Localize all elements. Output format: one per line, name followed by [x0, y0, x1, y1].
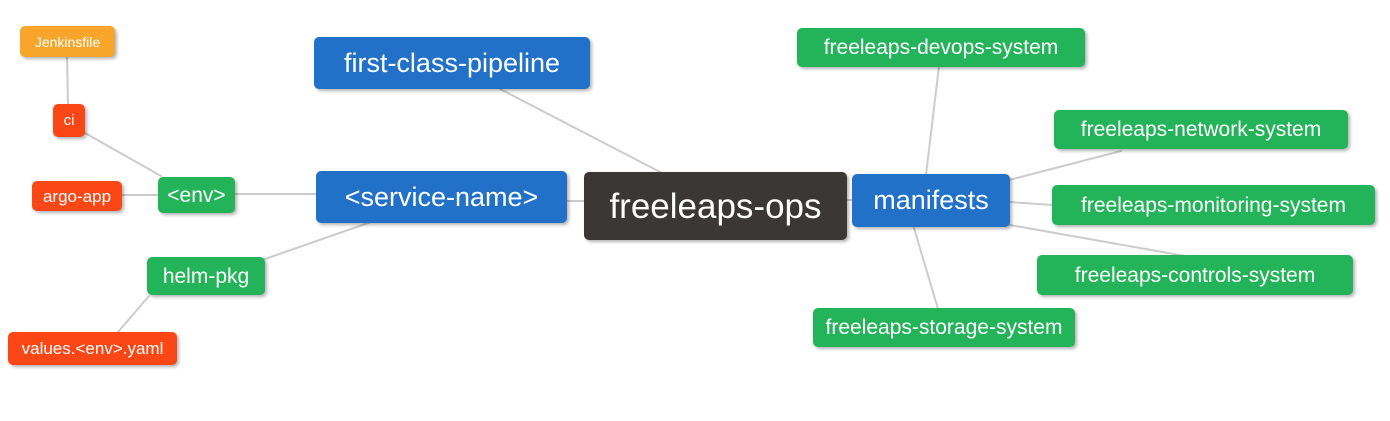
edge-helm-pkg-service-name	[264, 221, 372, 260]
node-jenkinsfile[interactable]: Jenkinsfile	[20, 26, 115, 57]
edge-manifests-freeleaps-devops-system	[925, 65, 940, 176]
node-first-class-pipeline[interactable]: first-class-pipeline	[314, 37, 590, 89]
edge-manifests-freeleaps-network-system	[1008, 150, 1122, 181]
node-freeleaps-ops[interactable]: freeleaps-ops	[584, 172, 847, 240]
node-values-env-yaml[interactable]: values.<env>.yaml	[8, 332, 177, 365]
edge-manifests-freeleaps-monitoring-system	[1008, 201, 1054, 206]
edge-manifests-freeleaps-controls-system	[1009, 224, 1186, 257]
node-env[interactable]: <env>	[158, 177, 235, 213]
node-freeleaps-devops-system[interactable]: freeleaps-devops-system	[797, 28, 1085, 67]
node-freeleaps-monitoring-system[interactable]: freeleaps-monitoring-system	[1052, 185, 1375, 225]
edge-manifests-freeleaps-storage-system	[913, 227, 939, 310]
edge-first-class-pipeline-freeleaps-ops	[499, 88, 663, 174]
node-service-name[interactable]: <service-name>	[316, 171, 567, 223]
node-helm-pkg[interactable]: helm-pkg	[147, 257, 265, 295]
node-argo-app[interactable]: argo-app	[32, 181, 122, 211]
node-freeleaps-network-system[interactable]: freeleaps-network-system	[1054, 110, 1348, 149]
edge-values-env-yaml-helm-pkg	[117, 295, 150, 333]
node-freeleaps-storage-system[interactable]: freeleaps-storage-system	[813, 308, 1075, 347]
node-manifests[interactable]: manifests	[852, 174, 1010, 227]
node-ci[interactable]: ci	[53, 104, 85, 137]
edge-jenkinsfile-ci	[66, 56, 69, 105]
node-freeleaps-controls-system[interactable]: freeleaps-controls-system	[1037, 255, 1353, 295]
edge-ci-env	[84, 132, 162, 177]
